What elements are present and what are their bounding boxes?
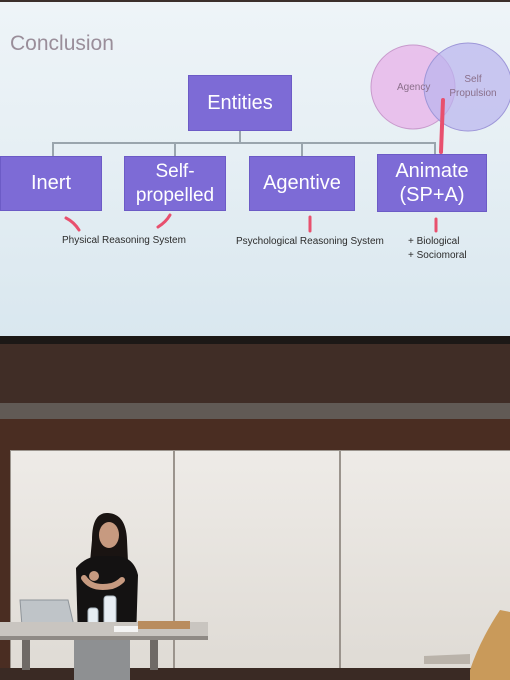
annotation-mark-inert (64, 216, 81, 232)
node-animate: Animate (SP+A) (377, 154, 487, 212)
annotation-mark-selfprop (156, 213, 172, 229)
presenter-face (99, 522, 119, 548)
node-self-propelled-line2: propelled (135, 184, 215, 206)
screen-bottom-edge (0, 336, 510, 344)
podium-body (74, 640, 130, 680)
node-inert: Inert (0, 156, 102, 211)
node-agentive-label: Agentive (263, 172, 341, 194)
slide-title: Conclusion (10, 32, 114, 55)
presenter-hand (89, 571, 99, 581)
node-inert-label: Inert (30, 172, 72, 194)
node-animate-line1: Animate (395, 160, 469, 182)
whiteboard-right (340, 450, 510, 670)
annotation-mark-animate-link (439, 98, 445, 154)
node-entities-label: Entities (207, 91, 273, 114)
label-physical-reasoning: Physical Reasoning System (62, 235, 186, 246)
podium-table-edge (0, 636, 208, 640)
connector-selfprop (174, 142, 176, 156)
chair-right (470, 610, 510, 680)
node-agentive: Agentive (249, 156, 355, 211)
venn-label-self: Self (464, 74, 482, 85)
presenter-arm (81, 575, 125, 590)
table-folder (138, 621, 190, 629)
node-animate-line2: (SP+A) (399, 184, 465, 206)
venn-label-self-propulsion: Self Propulsion (446, 73, 500, 101)
wall-soffit (0, 403, 510, 419)
table-leg-right (150, 640, 158, 670)
venn-label-propulsion: Propulsion (449, 88, 497, 99)
venn-diagram (64, 42, 510, 233)
connector-inert (52, 142, 54, 156)
label-biological: + Biological (408, 236, 460, 247)
node-self-propelled: Self- propelled (124, 156, 226, 211)
connector-horizontal (52, 142, 436, 144)
venn-label-agency: Agency (397, 82, 431, 93)
node-self-propelled-line1: Self- (155, 160, 195, 182)
wall-fixture-right (424, 654, 470, 664)
table-leg-left (22, 640, 30, 670)
connector-animate (434, 142, 436, 154)
table-papers (114, 626, 138, 632)
connector-agentive (301, 142, 303, 156)
label-sociomoral: + Sociomoral (408, 250, 467, 261)
node-entities: Entities (188, 75, 292, 131)
projection-screen: Conclusion Entities Inert Self- propelle… (0, 2, 510, 338)
venn-circle-self-propulsion (423, 42, 510, 132)
label-psychological-reasoning: Psychological Reasoning System (236, 236, 384, 247)
connector-root (239, 131, 241, 143)
front-wall-upper (0, 344, 510, 406)
